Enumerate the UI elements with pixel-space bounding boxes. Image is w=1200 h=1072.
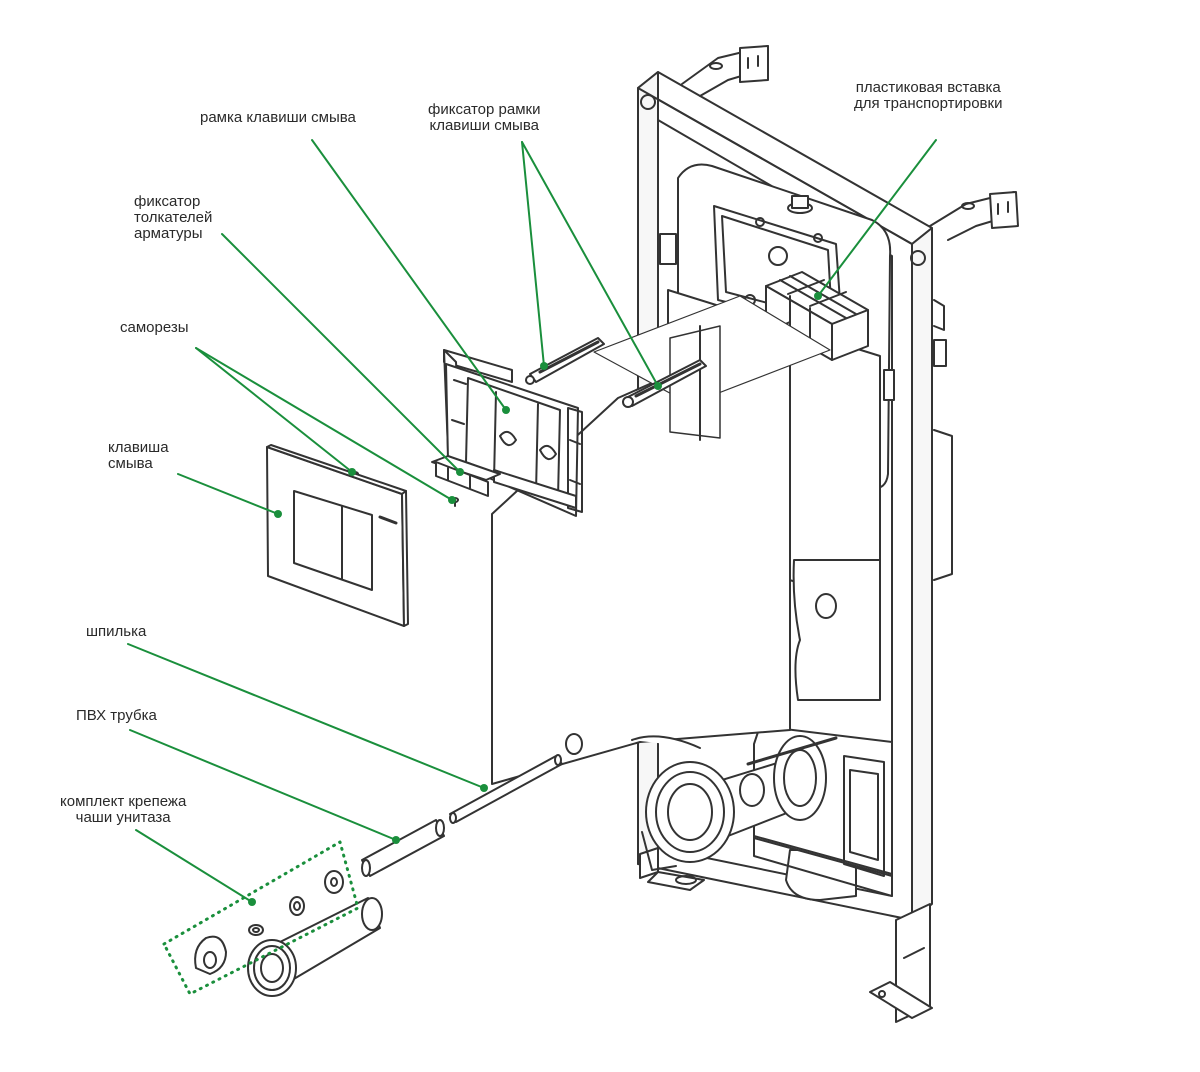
label-bowl-fixing-kit: комплект крепежа чаши унитаза: [60, 794, 186, 826]
label-stud: шпилька: [86, 624, 146, 640]
pvc-tube-part: [361, 819, 445, 877]
label-line: толкателей: [134, 209, 213, 226]
bowl-fixing-kit-parts: [194, 870, 383, 997]
leader-endpoints: [248, 292, 822, 906]
wall-bracket-right: [929, 191, 1019, 241]
label-line: ПВХ трубка: [76, 707, 157, 724]
fixing-kit-highlight: [162, 840, 360, 996]
label-frame-lock: фиксатор рамки клавиши смыва: [428, 102, 540, 134]
label-line: фиксатор рамки: [428, 101, 541, 118]
label-line: саморезы: [120, 319, 189, 336]
flush-button-plate: [266, 444, 409, 627]
label-flush-plate-frame: рамка клавиши смыва: [200, 110, 356, 126]
label-line: чаши унитаза: [75, 809, 171, 826]
label-screws: саморезы: [120, 320, 189, 336]
label-line: рамка клавиши смыва: [200, 109, 356, 126]
frame-lock-rods: [525, 337, 707, 408]
label-line: клавиша: [108, 439, 169, 456]
label-pvc-tube: ПВХ трубка: [76, 708, 157, 724]
label-line: арматуры: [134, 225, 203, 242]
flush-plate-frame-part: [443, 349, 583, 517]
wall-bracket-top: [681, 45, 769, 97]
label-pusher-lock: фиксатор толкателей арматуры: [134, 194, 212, 242]
label-line: шпилька: [86, 623, 147, 640]
label-line: фиксатор: [134, 193, 201, 210]
label-line: комплект крепежа: [60, 793, 187, 810]
label-line: клавиши смыва: [429, 117, 539, 134]
stud-part: [449, 754, 563, 824]
label-line: для транспортировки: [854, 95, 1003, 112]
label-line: смыва: [108, 455, 153, 472]
label-flush-button: клавиша смыва: [108, 440, 169, 472]
bowl-connector: [641, 735, 838, 871]
leader-lines: [127, 139, 937, 903]
label-line: пластиковая вставка: [855, 79, 1001, 96]
label-transport-insert: пластиковая вставка для транспортировки: [854, 80, 1002, 112]
